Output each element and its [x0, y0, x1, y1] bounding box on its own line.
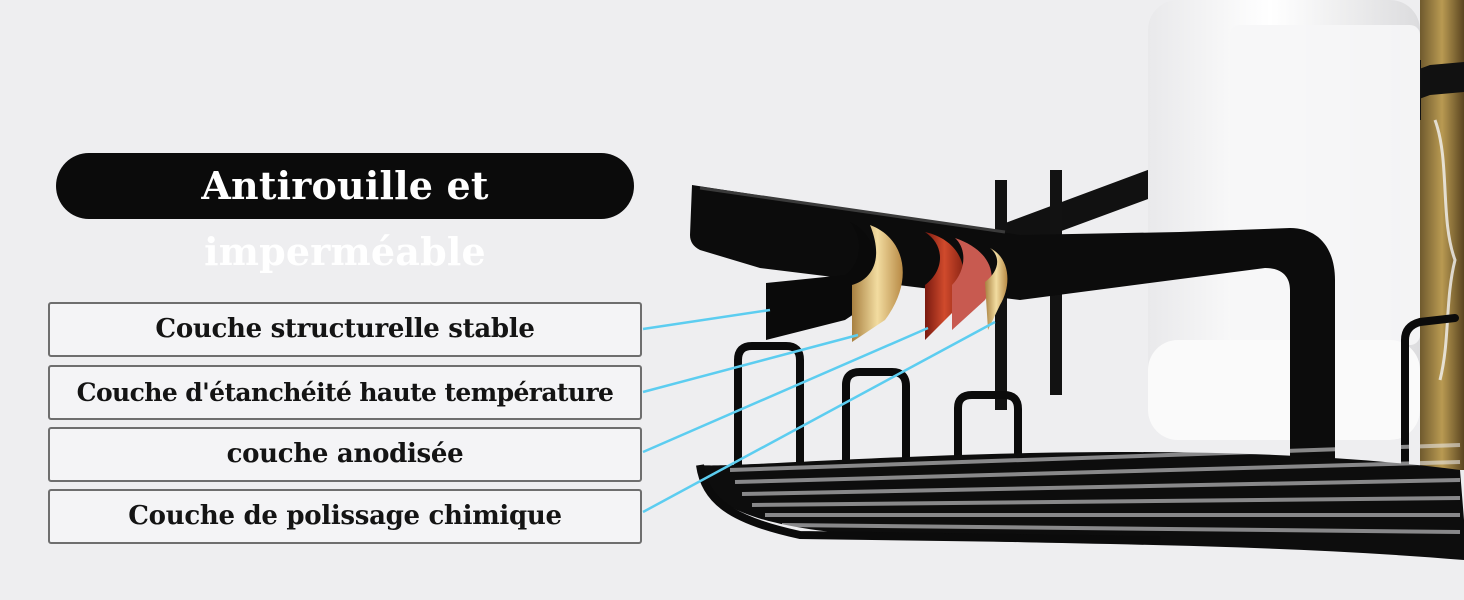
- title-banner: Antirouille et imperméable: [56, 153, 634, 274]
- layer-label-anodized: couche anodisée: [48, 427, 642, 482]
- layer-cross-section: [766, 222, 1008, 342]
- layer-label-structural: Couche structurelle stable: [48, 302, 642, 357]
- layer-label-sealing: Couche d'étanchéité haute température: [48, 365, 642, 420]
- leader-lines: [642, 308, 996, 514]
- layer-label-polishing: Couche de polissage chimique: [48, 489, 642, 544]
- bottle-illustration: [1148, 0, 1420, 440]
